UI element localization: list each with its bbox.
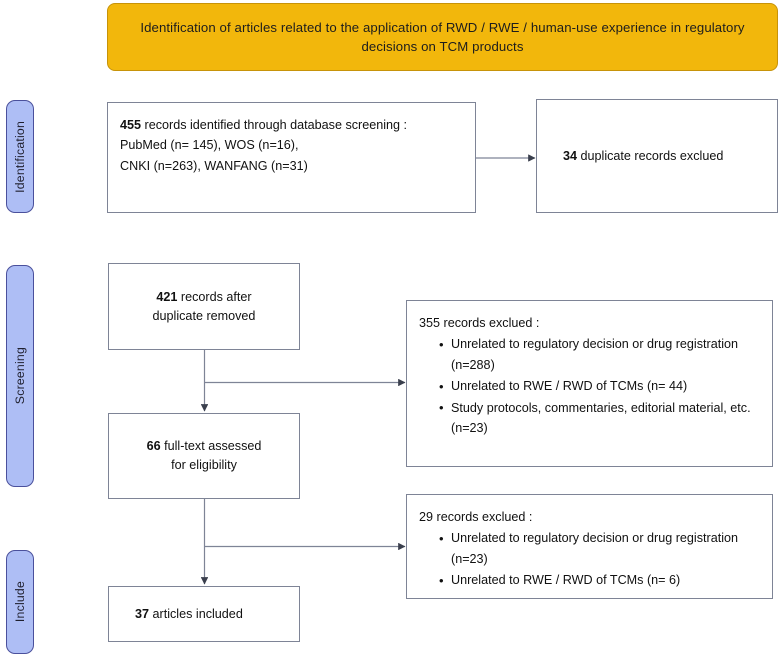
fulltext-assessed-text: full-text assessed [160, 439, 262, 454]
articles-included-count: 37 [135, 606, 150, 621]
records-identified-line-1: 455 records identified through database … [120, 115, 465, 135]
records-identified-line-2: PubMed (n= 145), WOS (n=16), [120, 138, 299, 153]
box-records-identified: 455 records identified through database … [107, 102, 476, 213]
diagram-title-banner: Identification of articles related to th… [107, 3, 778, 71]
records-identified-line-3: CNKI (n=263), WANFANG (n=31) [120, 158, 308, 173]
after-duplicates-count: 421 [156, 289, 178, 304]
duplicates-exclued-count: 34 [563, 148, 578, 163]
fulltext-assessed-count: 66 [146, 439, 161, 454]
excluded-355-heading: 355 records exclued : [419, 316, 540, 330]
page-title: Identification of articles related to th… [140, 19, 745, 54]
duplicates-exclued-text: duplicate records exclued [577, 148, 724, 163]
fulltext-assessed-line-1: 66 full-text assessed [147, 437, 262, 456]
box-articles-included: 37 articles included [108, 586, 300, 642]
articles-included-text: articles included [149, 606, 243, 621]
records-identified-text: records identified through database scre… [141, 118, 408, 132]
after-duplicates-line-1: 421 records after [156, 288, 251, 307]
stage-label-text: Identification [13, 120, 27, 193]
box-fulltext-assessed-for-eligibility: 66 full-text assessed for eligibility [108, 413, 300, 499]
list-item: Unrelated to RWE / RWD of TCMs (n= 44) [439, 376, 762, 397]
excluded-29-reason-list: Unrelated to regulatory decision or drug… [419, 528, 762, 591]
after-duplicates-text: records after [177, 289, 252, 304]
duplicates-exclued-line: 34 duplicate records exclued [563, 146, 723, 166]
stage-label-identification: Identification [6, 100, 34, 213]
stage-label-text: Include [13, 581, 27, 623]
box-duplicate-records-exclued: 34 duplicate records exclued [536, 99, 778, 213]
after-duplicates-line-2: duplicate removed [152, 308, 256, 323]
box-records-after-duplicate-removed: 421 records after duplicate removed [108, 263, 300, 350]
stage-label-include: Include [6, 550, 34, 654]
list-item: Study protocols, commentaries, editorial… [439, 397, 762, 439]
excluded-355-reason-list: Unrelated to regulatory decision or drug… [419, 334, 762, 438]
box-records-exclued-355: 355 records exclued : Unrelated to regul… [406, 300, 773, 467]
excluded-29-heading: 29 records exclued : [419, 510, 533, 524]
list-item: Unrelated to regulatory decision or drug… [439, 334, 762, 375]
box-records-exclued-29: 29 records exclued : Unrelated to regula… [406, 494, 773, 599]
list-item: Unrelated to regulatory decision or drug… [439, 528, 762, 569]
fulltext-assessed-line-2: for eligibility [171, 458, 237, 472]
stage-label-text: Screening [13, 347, 27, 405]
stage-label-screening: Screening [6, 265, 34, 487]
articles-included-line: 37 articles included [135, 604, 243, 624]
list-item: Unrelated to RWE / RWD of TCMs (n= 6) [439, 570, 762, 591]
records-identified-count: 455 [120, 118, 142, 132]
